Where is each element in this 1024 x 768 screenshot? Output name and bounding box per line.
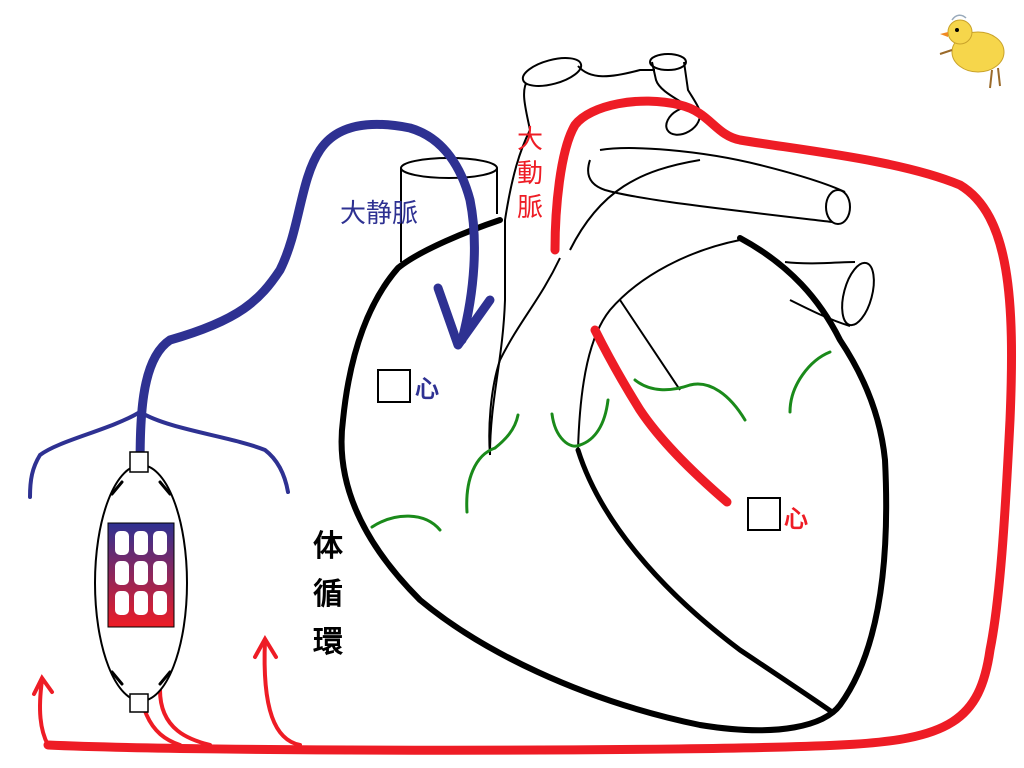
cell [115, 561, 129, 585]
systemic-label-char-3: 環 [313, 625, 344, 660]
aorta-label-char-1: 大 [517, 125, 543, 155]
systemic-label-char-1: 体 [313, 529, 344, 564]
systemic-circulation-label: 体 循 環 [313, 529, 344, 660]
left-heart-answer-box[interactable] [747, 497, 781, 531]
tissue-capsule [94, 451, 188, 713]
cells [115, 531, 167, 615]
chick-icon [939, 14, 1005, 89]
aorta-label-char-2: 動 [517, 159, 543, 189]
vena-cava-arrowhead [433, 283, 495, 350]
aorta-path [43, 96, 1017, 755]
vena-cava-label: 大静脈 [340, 199, 418, 229]
cell [134, 591, 148, 615]
aorta-label: 大 動 脈 [517, 125, 543, 223]
systemic-label-char-2: 循 [313, 577, 343, 612]
vena-cava-path [135, 119, 479, 485]
cell [115, 531, 129, 555]
interventricular-septum [575, 447, 835, 715]
cell [153, 591, 167, 615]
cell [134, 531, 148, 555]
heart-outline [338, 217, 890, 734]
left-heart-label: 心 [784, 505, 808, 533]
right-heart-label: 心 [415, 375, 439, 403]
aorta-label-char-3: 脈 [517, 193, 543, 223]
coronary-vessels [370, 350, 832, 532]
cell [115, 591, 129, 615]
cell [153, 561, 167, 585]
right-heart-answer-box[interactable] [377, 369, 411, 403]
cell [134, 561, 148, 585]
cell [153, 531, 167, 555]
